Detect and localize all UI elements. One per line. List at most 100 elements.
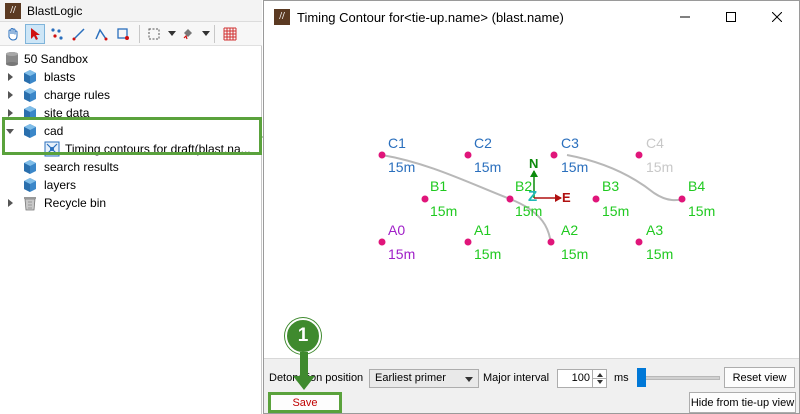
maximize-button[interactable] <box>708 1 754 33</box>
hole-name-label: A3 <box>646 222 664 238</box>
blast-hole-a2[interactable] <box>547 238 555 246</box>
tree-item-label: site data <box>44 106 90 120</box>
cube-icon <box>24 124 36 138</box>
tree-item-label: Recycle bin <box>44 196 107 210</box>
hole-depth-label: 15m <box>646 246 674 262</box>
expand-arrow-icon[interactable] <box>8 199 13 207</box>
major-interval-label: Major interval <box>483 372 550 384</box>
spin-up-down-icon <box>593 373 607 384</box>
minimize-icon <box>680 16 690 18</box>
hole-name-label: C1 <box>388 135 406 151</box>
hole-depth-label: 15m <box>646 159 674 175</box>
blast-hole-b4[interactable] <box>678 195 686 203</box>
interval-slider-thumb[interactable] <box>637 368 646 387</box>
edit-shape-tool-icon[interactable] <box>113 24 133 44</box>
minimize-button[interactable] <box>662 1 708 33</box>
tree-item-label: cad <box>44 124 64 138</box>
tree-item-label: charge rules <box>44 88 111 102</box>
hand-tool-icon[interactable] <box>3 24 23 44</box>
compass-z-label: Z <box>528 188 538 205</box>
tree-item-blasts[interactable]: blasts <box>0 68 262 86</box>
contour-plot <box>378 151 686 246</box>
explorer-title: BlastLogic <box>27 4 83 18</box>
compass-east-label: E <box>562 190 571 205</box>
select-tool-icon[interactable] <box>25 24 45 44</box>
contour-line <box>381 154 552 243</box>
hole-depth-label: 15m <box>561 159 589 175</box>
interval-unit-label: ms <box>614 372 629 384</box>
explorer-toolbar <box>0 22 262 46</box>
cube-icon <box>24 70 36 84</box>
maximize-icon <box>726 12 736 22</box>
cube-icon <box>24 160 36 174</box>
major-interval-value: 100 <box>571 372 590 384</box>
detonation-position-select[interactable]: Earliest primer <box>369 369 479 388</box>
collapse-arrow-icon[interactable] <box>6 129 14 134</box>
box-select-dropdown-icon[interactable] <box>168 31 176 36</box>
expand-arrow-icon[interactable] <box>8 109 13 117</box>
detonation-position-value: Earliest primer <box>375 372 446 384</box>
grid-tool-icon[interactable] <box>220 24 240 44</box>
hole-name-label: C2 <box>474 135 492 151</box>
blast-hole-b1[interactable] <box>421 195 429 203</box>
dialog-titlebar: // Timing Contour for<tie-up.name> (blas… <box>264 1 799 33</box>
blast-hole-c4[interactable] <box>635 151 643 159</box>
tree-item-cad[interactable]: cad <box>0 122 262 140</box>
blast-hole-a0[interactable] <box>378 238 386 246</box>
blast-hole-b3[interactable] <box>592 195 600 203</box>
fill-tool-icon[interactable] <box>178 24 198 44</box>
hole-depth-label: 15m <box>561 246 589 262</box>
hide-from-tie-up-view-button[interactable]: Hide from tie-up view <box>689 392 796 413</box>
expand-arrow-icon[interactable] <box>8 91 13 99</box>
hole-name-label: B2 <box>515 178 533 194</box>
expand-arrow-icon[interactable] <box>8 73 13 81</box>
close-button[interactable] <box>754 1 800 33</box>
hole-depth-label: 15m <box>474 246 502 262</box>
hole-name-label: A0 <box>388 222 406 238</box>
tree-item-site-data[interactable]: site data <box>0 104 262 122</box>
line-tool-icon[interactable] <box>69 24 89 44</box>
tree-root[interactable]: 50 Sandbox <box>0 50 262 68</box>
compass-north-label: N <box>529 156 539 171</box>
reset-view-button[interactable]: Reset view <box>724 367 795 388</box>
points-tool-icon[interactable] <box>47 24 67 44</box>
blast-hole-a1[interactable] <box>464 238 472 246</box>
save-button[interactable]: Save <box>268 392 342 413</box>
blast-hole-a3[interactable] <box>635 238 643 246</box>
tree-item-search-results[interactable]: search results <box>0 158 262 176</box>
app-logo-icon: // <box>274 9 290 25</box>
explorer-titlebar: // BlastLogic <box>0 0 262 22</box>
hole-name-label: A2 <box>561 222 579 238</box>
polyline-tool-icon[interactable] <box>91 24 111 44</box>
timing-contour-dialog: // Timing Contour for<tie-up.name> (blas… <box>263 0 800 414</box>
hole-name-label: C4 <box>646 135 664 151</box>
interval-slider-track[interactable] <box>640 376 720 380</box>
explorer-panel: // BlastLogic <box>0 0 262 414</box>
toolbar-separator <box>214 25 215 43</box>
tree-item-label: blasts <box>44 70 76 84</box>
hole-depth-label: 15m <box>430 203 458 219</box>
tree-item-charge-rules[interactable]: charge rules <box>0 86 262 104</box>
major-interval-spinner[interactable]: 100 <box>557 369 607 388</box>
cad-highlight-frame <box>2 117 262 155</box>
hole-depth-label: 15m <box>388 159 416 175</box>
fill-dropdown-icon[interactable] <box>202 31 210 36</box>
hole-depth-label: 15m <box>515 203 543 219</box>
spinner-buttons[interactable] <box>592 370 607 387</box>
box-select-tool-icon[interactable] <box>144 24 164 44</box>
close-icon <box>772 12 782 22</box>
blast-hole-b2[interactable] <box>506 195 514 203</box>
hole-name-label: B4 <box>688 178 706 194</box>
blast-hole-c1[interactable] <box>378 151 386 159</box>
blast-hole-c3[interactable] <box>550 151 558 159</box>
tree-item-layers[interactable]: layers <box>0 176 262 194</box>
tree-item-recycle-bin[interactable]: Recycle bin <box>0 194 262 212</box>
tree-item-label: layers <box>44 178 77 192</box>
blast-hole-c2[interactable] <box>464 151 472 159</box>
database-icon <box>6 52 18 66</box>
hole-depth-label: 15m <box>688 203 716 219</box>
toolbar-separator <box>139 25 140 43</box>
hole-depth-label: 15m <box>602 203 630 219</box>
recycle-bin-icon <box>24 197 36 211</box>
